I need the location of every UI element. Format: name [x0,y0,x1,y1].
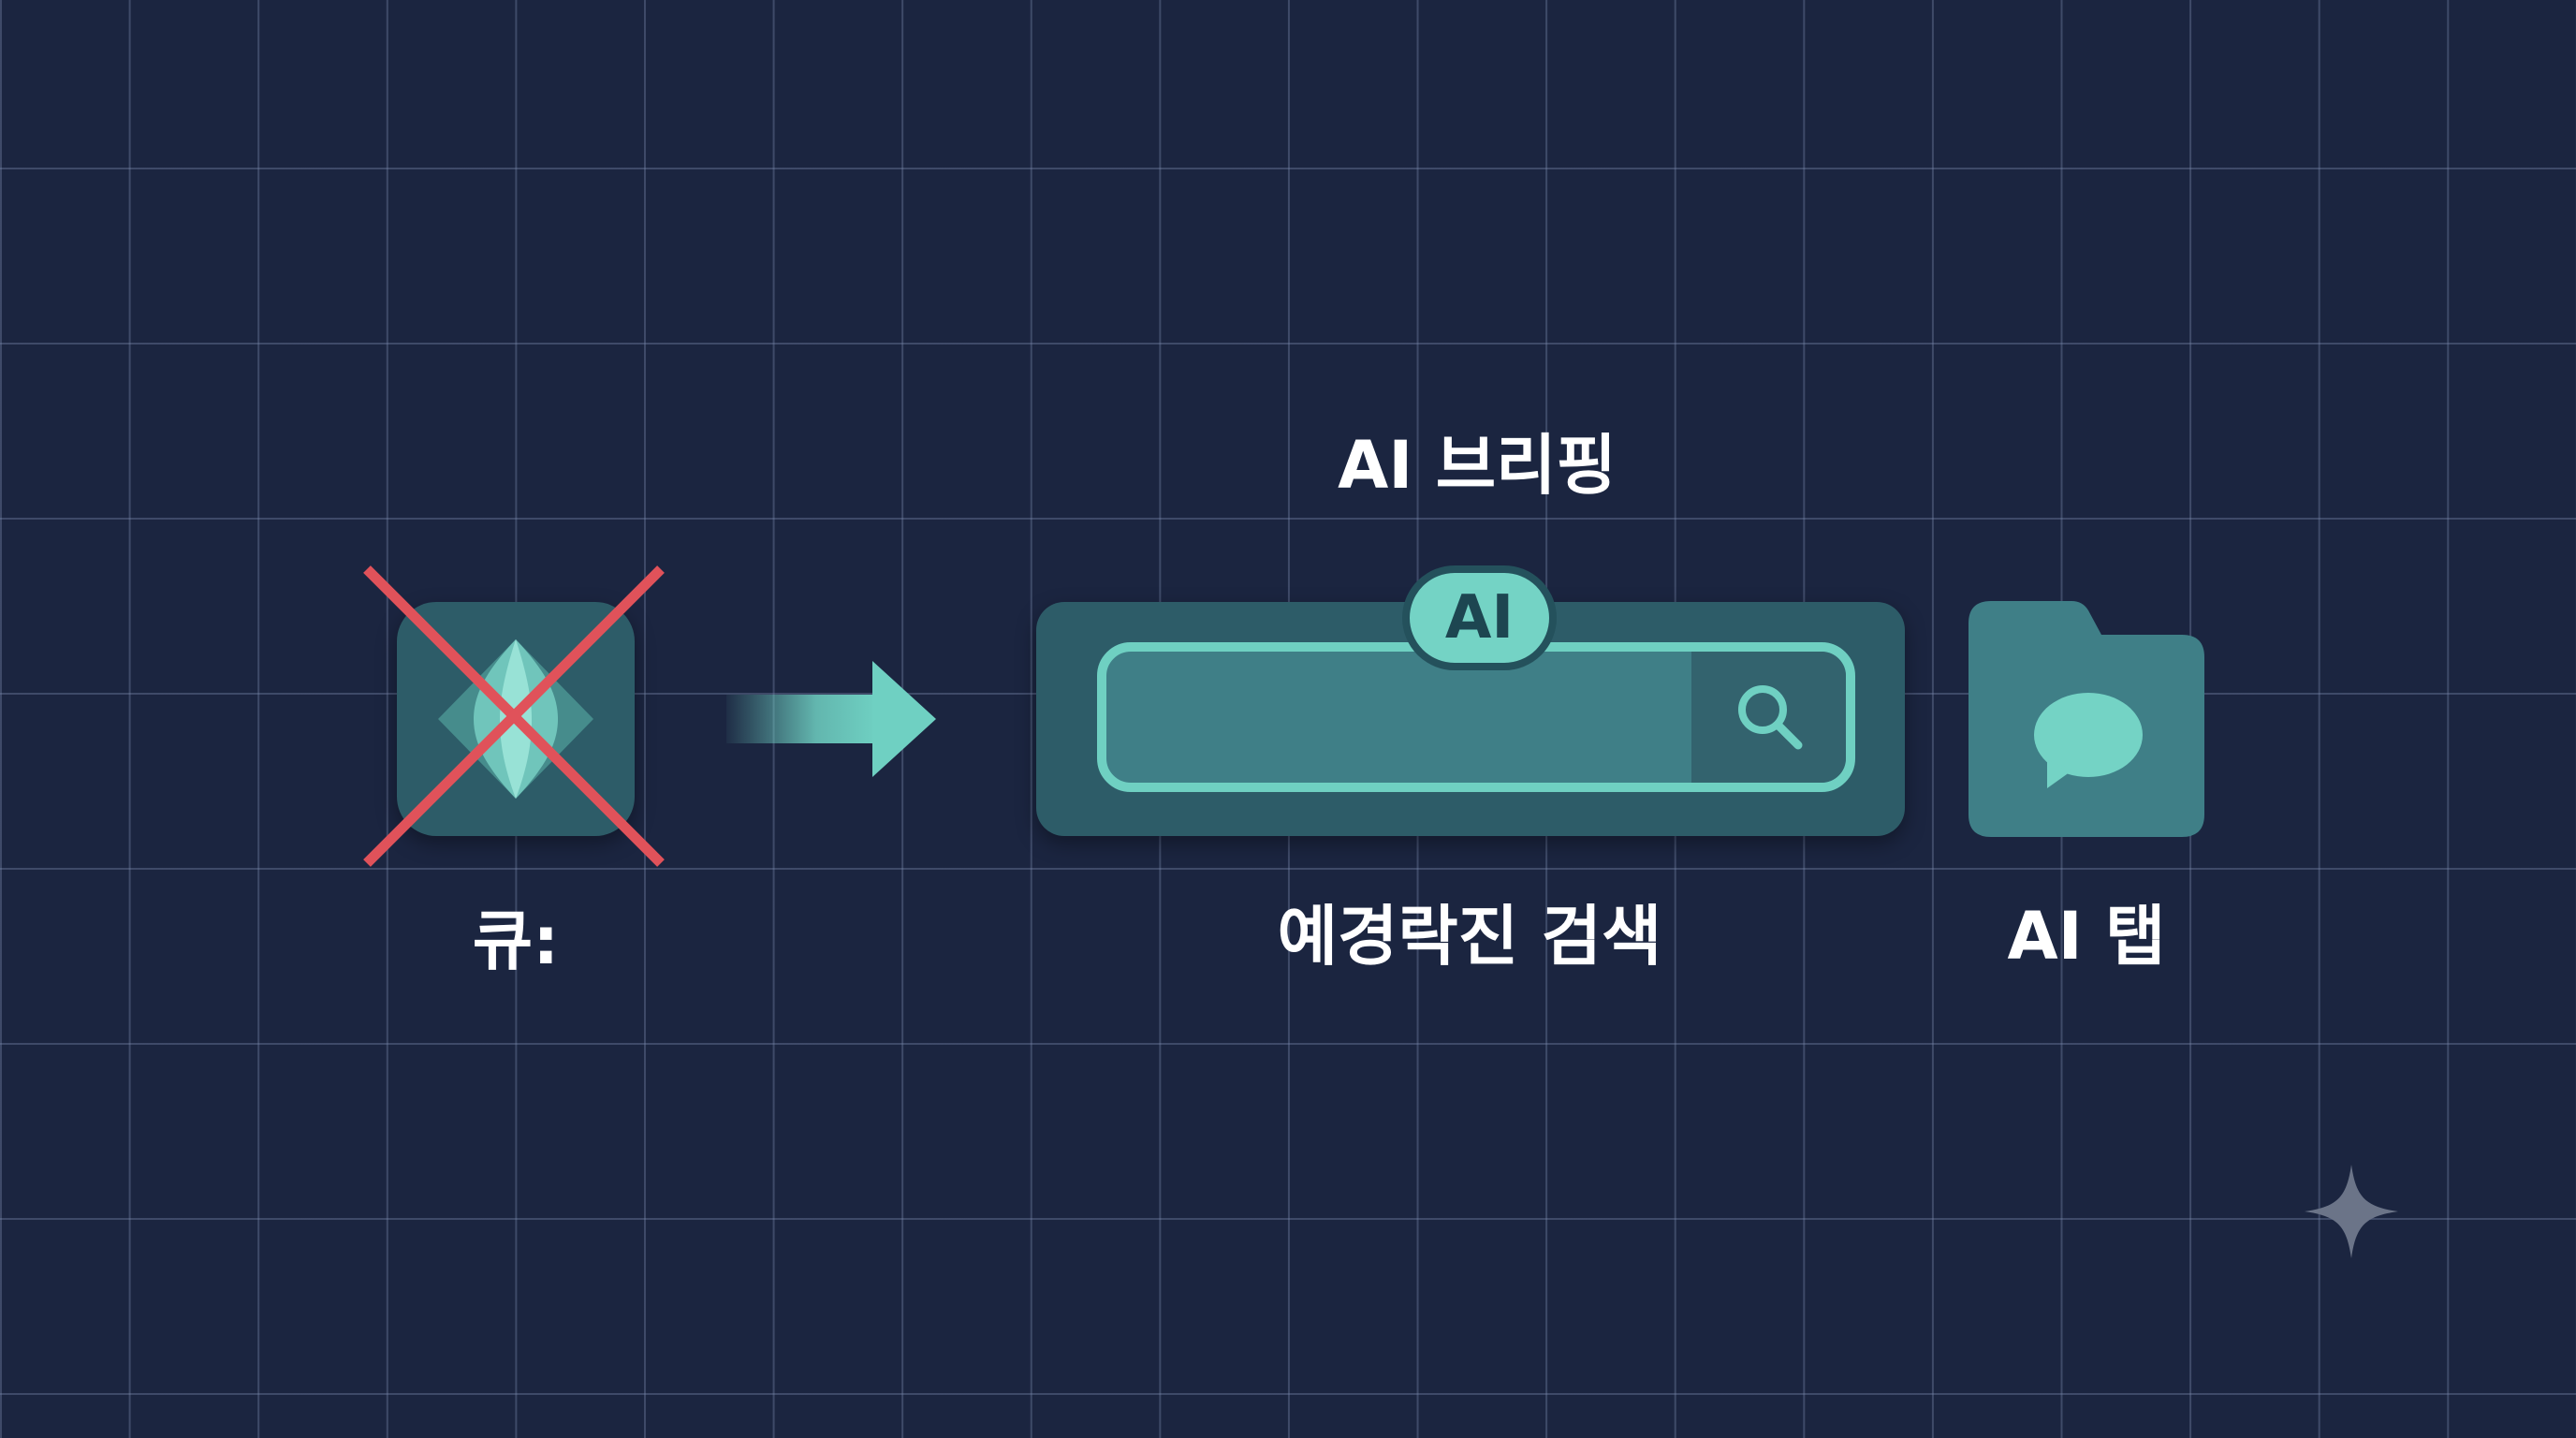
red-x-cross-icon [363,565,665,867]
chat-bubble-icon [2034,693,2143,788]
label-ai-briefing: AI 브리핑 [1338,427,1617,504]
magnifier-icon [1738,685,1803,750]
ai-tab-folder[interactable] [1969,601,2204,837]
search-button[interactable] [1691,652,1846,783]
four-point-star-icon [2305,1165,2398,1258]
ai-badge: AI [1402,565,1557,670]
right-arrow-icon [726,661,936,777]
label-cue: 큐: [472,902,560,979]
label-search: 예경락진 검색 [1277,898,1662,975]
label-ai-tab: AI 탭 [2007,898,2166,975]
